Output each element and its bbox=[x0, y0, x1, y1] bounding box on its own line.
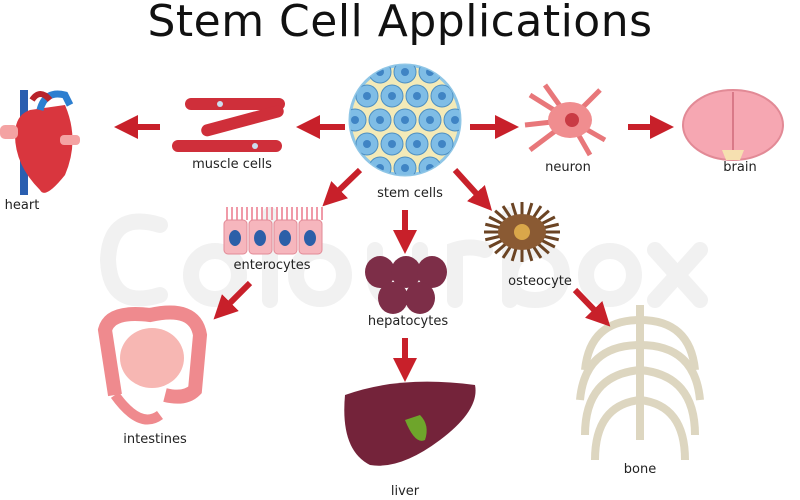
enterocytes-illustration bbox=[223, 207, 323, 255]
stem-cell-nucleus bbox=[363, 92, 371, 100]
stem-cell bbox=[455, 84, 460, 108]
label-liver: liver bbox=[390, 484, 420, 499]
stem-cells-illustration bbox=[348, 63, 471, 177]
stem-cell-nucleus bbox=[376, 116, 384, 124]
stem-cell-nucleus bbox=[388, 92, 396, 100]
osteocyte-process bbox=[526, 247, 534, 262]
enterocyte-nucleus bbox=[304, 230, 316, 246]
osteocyte-process bbox=[540, 238, 556, 249]
osteocyte-process bbox=[536, 209, 550, 222]
page-title: Stem Cell Applications bbox=[147, 0, 653, 47]
enterocyte-nucleus bbox=[254, 230, 266, 246]
hepatocytes-illustration bbox=[365, 256, 447, 314]
stem-cell-nucleus bbox=[413, 140, 421, 148]
stem-cell-nucleus bbox=[451, 116, 459, 124]
enterocyte-nucleus bbox=[229, 230, 241, 246]
arrow-enterocytes-to-intestines bbox=[213, 280, 253, 320]
label-neuron: neuron bbox=[545, 160, 591, 175]
osteocyte-process bbox=[531, 205, 543, 219]
intestines-illustration bbox=[97, 305, 208, 425]
osteocyte-process bbox=[542, 222, 560, 230]
label-intestines: intestines bbox=[123, 432, 187, 447]
osteocyte-process bbox=[484, 234, 502, 242]
osteocyte-process bbox=[510, 202, 518, 217]
ribcage-illustration bbox=[576, 305, 704, 461]
osteocyte-process bbox=[501, 205, 513, 219]
osteocyte-process bbox=[510, 247, 518, 262]
osteocyte-process bbox=[531, 245, 543, 259]
neuron-illustration bbox=[524, 83, 607, 157]
osteocyte-process bbox=[526, 202, 534, 217]
stem-cell-nucleus bbox=[438, 92, 446, 100]
osteocyte-process bbox=[484, 222, 502, 230]
label-osteocyte: osteocyte bbox=[508, 274, 572, 289]
stem-cell-nucleus bbox=[401, 116, 409, 124]
osteocyte-process bbox=[540, 215, 556, 226]
stem-cell-nucleus bbox=[463, 140, 471, 148]
stem-cell-nucleus bbox=[401, 164, 409, 172]
enterocyte-nucleus bbox=[279, 230, 291, 246]
osteocyte-process bbox=[542, 234, 560, 242]
stem-cell-nucleus bbox=[413, 92, 421, 100]
stem-cell-nucleus bbox=[451, 68, 459, 76]
osteocyte-process bbox=[536, 242, 550, 255]
label-heart: heart bbox=[4, 198, 40, 213]
muscle-cells-illustration bbox=[172, 98, 285, 152]
label-muscle-cells: muscle cells bbox=[192, 157, 272, 172]
heart-illustration bbox=[0, 90, 80, 195]
label-brain: brain bbox=[723, 160, 757, 175]
osteocyte-process bbox=[494, 209, 508, 222]
osteocyte-process bbox=[488, 238, 504, 249]
label-bone: bone bbox=[623, 462, 657, 477]
osteocyte-process bbox=[494, 242, 508, 255]
label-hepatocytes: hepatocytes bbox=[367, 314, 449, 329]
stem-cell-nucleus bbox=[401, 68, 409, 76]
stem-cell-nucleus bbox=[463, 92, 471, 100]
arrows bbox=[114, 115, 674, 382]
stem-cell-nucleus bbox=[426, 116, 434, 124]
label-stem-cells: stem cells bbox=[377, 186, 443, 201]
osteocyte-process bbox=[488, 215, 504, 226]
stem-cell-nucleus bbox=[351, 68, 359, 76]
arrow-stem-to-enterocytes bbox=[322, 167, 363, 207]
stem-cell bbox=[455, 132, 460, 156]
liver-illustration bbox=[344, 381, 476, 466]
stem-cell-nucleus bbox=[351, 116, 359, 124]
arrow-stem-to-osteocyte bbox=[452, 167, 493, 211]
label-enterocytes: enterocytes bbox=[233, 258, 311, 273]
stem-cell-nucleus bbox=[363, 140, 371, 148]
arrow-osteocyte-to-bone bbox=[572, 287, 611, 327]
osteocyte-process bbox=[501, 245, 513, 259]
stem-cell bbox=[443, 65, 460, 84]
stem-cell-nucleus bbox=[388, 140, 396, 148]
brain-illustration bbox=[682, 89, 784, 161]
stem-cell bbox=[350, 65, 367, 84]
osteocyte-illustration bbox=[484, 202, 560, 262]
stem-cell-nucleus bbox=[438, 140, 446, 148]
